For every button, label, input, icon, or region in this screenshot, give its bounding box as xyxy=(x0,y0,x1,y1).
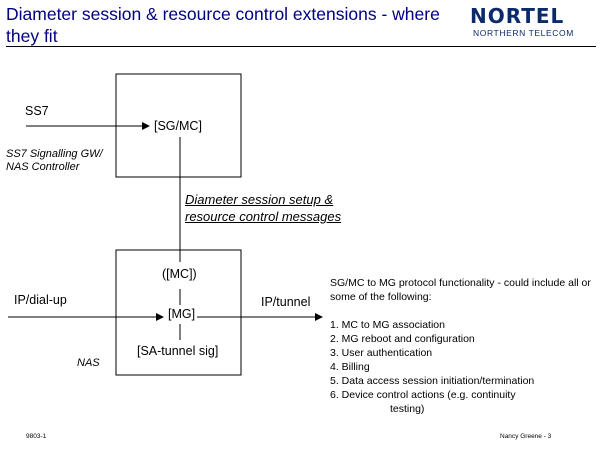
functionality-intro: SG/MC to MG protocol functionality - cou… xyxy=(330,277,591,303)
functionality-items: 1. MC to MG association 2. MG reboot and… xyxy=(330,318,600,416)
nortel-logo: NORTEL NORTHERN TELECOM xyxy=(470,4,575,42)
sg-caption-line2: NAS Controller xyxy=(6,161,80,173)
logo-wordmark: NORTEL xyxy=(470,4,565,28)
footer-document-id: 9803-1 xyxy=(26,433,47,440)
diameter-caption: Diameter session setup & resource contro… xyxy=(185,191,425,225)
mg-label: [MG] xyxy=(168,307,196,321)
sg-caption: SS7 Signalling GW/ NAS Controller xyxy=(6,148,136,174)
title-divider xyxy=(6,46,596,47)
list-item: 5. Data access session initiation/termin… xyxy=(330,375,535,387)
sa-tunnel-label: [SA-tunnel sig] xyxy=(137,344,219,358)
diameter-caption-line1: Diameter session setup & xyxy=(185,192,334,207)
diameter-caption-line2: resource control messages xyxy=(185,209,342,224)
list-item: 2. MG reboot and configuration xyxy=(330,333,475,345)
nas-label: NAS xyxy=(77,357,100,369)
list-item: 4. Billing xyxy=(330,361,370,373)
mc-label: ([MC]) xyxy=(162,267,197,281)
ip-tunnel-label: IP/tunnel xyxy=(261,295,311,309)
protocol-functionality-list: SG/MC to MG protocol functionality - cou… xyxy=(330,276,600,416)
ip-dialup-label: IP/dial-up xyxy=(14,293,67,307)
footer-author-page: Nancy Greene - 3 xyxy=(500,433,552,440)
sg-mc-label: [SG/MC] xyxy=(154,119,202,133)
ss7-label: SS7 xyxy=(25,104,49,118)
slide-title: Diameter session & resource control exte… xyxy=(6,4,440,46)
list-item: 1. MC to MG association xyxy=(330,319,445,331)
list-item: 6. Device control actions (e.g. continui… xyxy=(330,389,516,401)
list-item: 3. User authentication xyxy=(330,347,433,359)
logo-subtitle: NORTHERN TELECOM xyxy=(473,28,574,38)
list-item-continuation: testing) xyxy=(390,403,425,415)
sg-caption-line1: SS7 Signalling GW/ xyxy=(6,148,103,160)
